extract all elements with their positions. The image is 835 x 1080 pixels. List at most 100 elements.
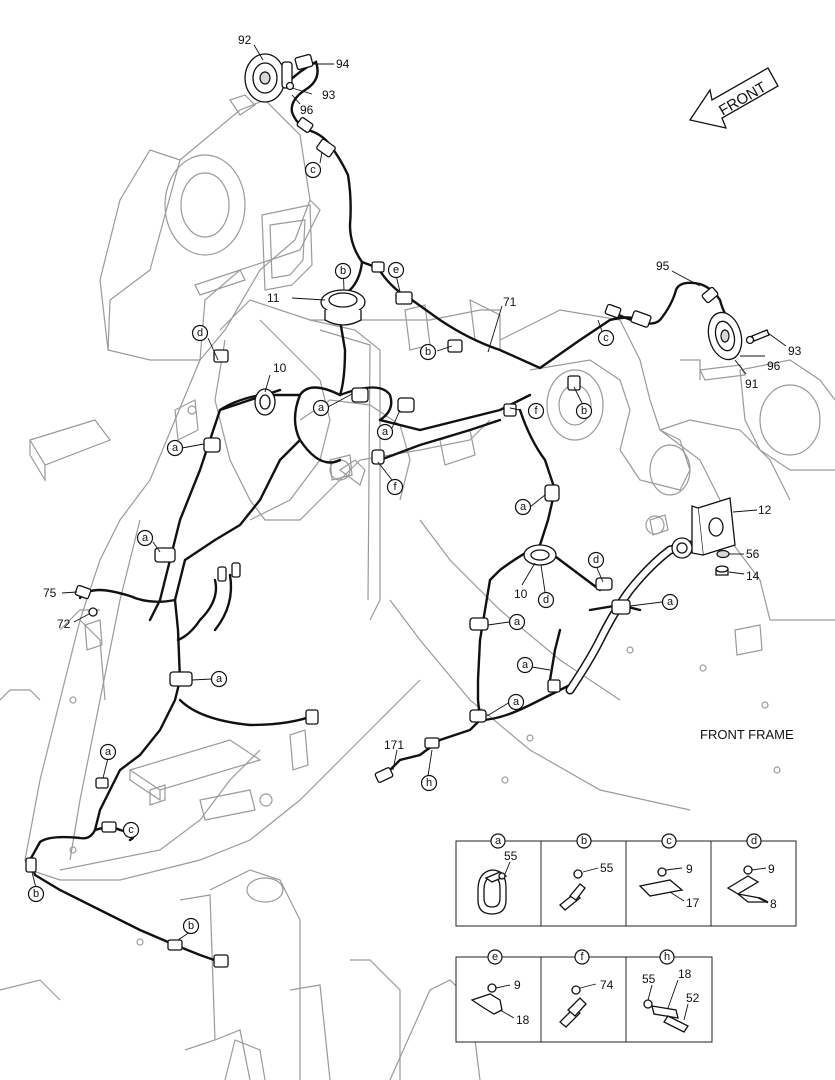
callout-a-11: a [99,743,117,761]
svg-text:18: 18 [678,967,692,981]
detail-b: b 55 [559,833,614,911]
callout-b-5: b [182,917,200,935]
svg-text:74: 74 [600,978,614,992]
label-12: 12 [758,503,772,517]
callout-c-1: c [304,161,322,179]
svg-text:h: h [426,777,432,789]
svg-text:9: 9 [514,978,521,992]
svg-text:e: e [492,951,498,963]
detail-e: e 9 18 [470,949,530,1027]
svg-text:9: 9 [686,862,693,876]
label-95: 95 [656,259,670,273]
label-11: 11 [267,291,280,305]
callout-h-1: h [420,774,438,792]
label-171: 171 [384,738,404,752]
callout-circles: c b e d b c b a a f a f a a d d a a a a … [27,161,679,935]
callout-b-3: b [575,402,593,420]
svg-text:a: a [522,659,529,671]
svg-text:f: f [534,405,538,417]
bolt-93 [285,81,295,91]
upper-connector [296,117,336,158]
svg-text:9: 9 [768,862,775,876]
label-91: 91 [745,377,759,391]
svg-text:d: d [751,835,757,847]
front-frame-label: FRONT FRAME [700,727,794,742]
washer-56 [716,549,730,559]
label-96-top: 96 [300,103,314,117]
connector-171 [374,767,394,783]
callout-a-3: a [376,423,394,441]
callout-f-1: f [527,402,545,420]
svg-text:a: a [105,746,112,758]
svg-text:d: d [197,327,203,339]
bolt-14 [715,565,729,576]
callout-a-8: a [516,656,534,674]
label-75: 75 [43,586,57,600]
horn-92 [244,53,293,103]
callout-c-3: c [122,821,140,839]
detail-f: f 74 [559,949,614,1028]
connector-95-area [604,303,652,328]
callout-c-2: c [597,329,615,347]
detail-h: h 55 18 52 [642,949,700,1033]
label-93-right: 93 [788,344,802,358]
svg-text:b: b [425,346,431,358]
svg-text:c: c [666,835,672,847]
horn-91 [701,286,743,361]
svg-text:a: a [142,532,149,544]
callout-a-9: a [210,670,228,688]
label-10-left: 10 [273,361,287,375]
connector-94 [294,53,314,71]
svg-text:f: f [580,951,584,963]
connector-75 [74,584,92,600]
callout-f-2: f [386,478,404,496]
svg-text:52: 52 [686,991,700,1005]
svg-text:17: 17 [686,896,700,910]
svg-text:e: e [393,264,399,276]
front-frame-structure [0,94,835,1080]
svg-text:b: b [581,405,587,417]
bolt-72 [88,607,98,617]
grommet-10-left [254,388,276,416]
svg-text:55: 55 [642,972,656,986]
callout-d-2: d [587,551,605,569]
bracket-12 [671,497,736,559]
callout-a-7: a [508,613,526,631]
label-96-right: 96 [767,359,781,373]
detail-table-bottom: e 9 18 f 74 h 55 18 52 [455,949,713,1043]
svg-text:55: 55 [504,849,518,863]
callout-b-2: b [419,343,437,361]
detail-c: c 9 17 [638,833,700,910]
svg-text:a: a [514,616,521,628]
callout-a-2: a [312,399,330,417]
svg-text:a: a [520,501,527,513]
bolt-93-right [745,329,770,345]
svg-text:d: d [593,554,599,566]
grommet-11 [320,289,366,326]
detail-table-top: a 55 b 55 c 9 17 d [455,833,797,927]
label-72: 72 [57,617,71,631]
label-71: 71 [503,295,517,309]
svg-text:d: d [543,594,549,606]
label-94: 94 [336,57,350,71]
svg-text:f: f [393,481,397,493]
svg-text:55: 55 [600,861,614,875]
callout-a-4: a [514,498,532,516]
svg-text:a: a [172,442,179,454]
svg-text:c: c [310,164,316,176]
svg-text:a: a [667,596,674,608]
svg-text:c: c [603,332,609,344]
label-92: 92 [238,33,252,47]
svg-text:h: h [664,951,670,963]
svg-text:8: 8 [770,897,777,911]
part-number-labels: 92 94 93 96 95 93 96 91 11 71 10 10 12 5… [43,33,802,752]
label-56: 56 [746,547,760,561]
callout-d-1: d [191,324,209,342]
callout-e-1: e [387,261,405,279]
detail-d: d 9 8 [726,833,777,911]
callout-a-10: a [507,693,525,711]
svg-text:a: a [216,673,223,685]
label-10-right: 10 [514,587,528,601]
